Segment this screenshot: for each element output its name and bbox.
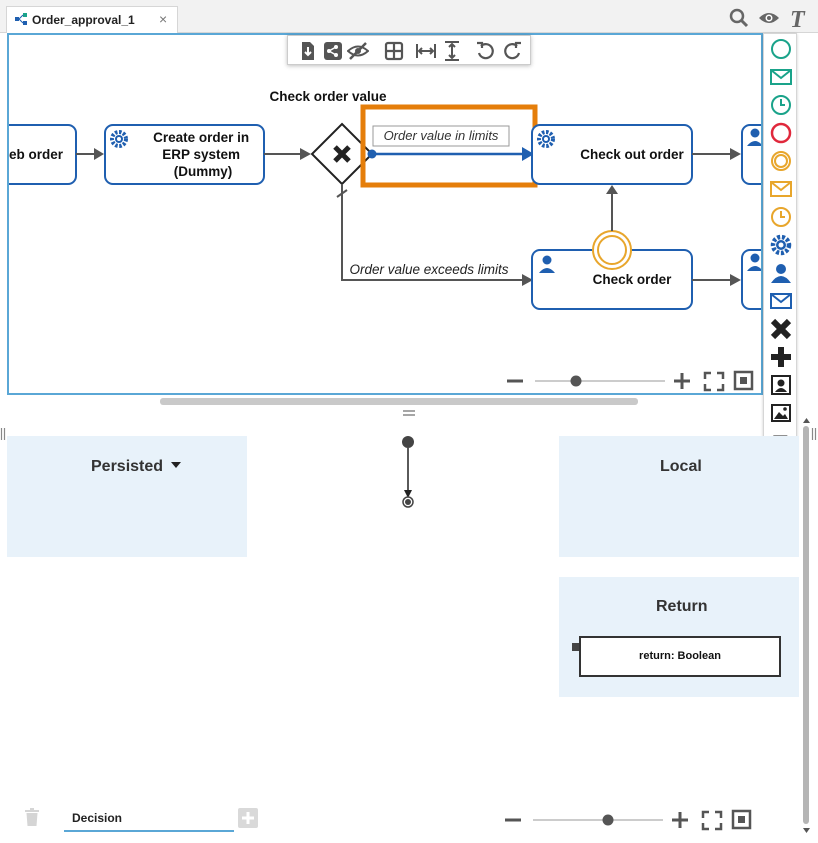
trash-icon[interactable]: [24, 808, 40, 826]
fit-icon: [733, 370, 754, 391]
close-icon[interactable]: ×: [159, 11, 168, 27]
timer-start-icon[interactable]: [769, 93, 793, 117]
flow-in-limits[interactable]: [367, 147, 535, 161]
task-check-out-order[interactable]: Check out order: [531, 124, 693, 185]
start-event-icon[interactable]: [769, 37, 793, 61]
task-check-order-label: Check order: [593, 272, 673, 287]
service-task-icon[interactable]: [769, 233, 793, 257]
scroll-up-icon: [803, 418, 810, 423]
local-panel: Local: [559, 436, 799, 557]
zoom-controls: [507, 370, 754, 392]
undo-icon[interactable]: [475, 40, 497, 62]
download-icon[interactable]: [297, 40, 319, 62]
redo-icon[interactable]: [501, 40, 523, 62]
vertical-scrollbar[interactable]: [801, 416, 812, 836]
fullscreen-icon: [701, 810, 723, 831]
add-icon[interactable]: [238, 808, 258, 828]
tab-decision[interactable]: Decision: [64, 810, 234, 832]
end-event-icon[interactable]: [769, 121, 793, 145]
return-port: [572, 643, 580, 651]
flow-exceeds-limits[interactable]: [336, 184, 533, 286]
diagram-toolbar: [287, 35, 531, 65]
image-icon[interactable]: [769, 401, 793, 425]
left-splitter-icon[interactable]: [0, 427, 6, 441]
tab-title: Order_approval_1: [32, 13, 135, 27]
message-start-icon[interactable]: [769, 65, 793, 89]
hide-icon[interactable]: [347, 40, 369, 62]
intermediate-message-icon[interactable]: [769, 177, 793, 201]
task-create-line3: (Dummy): [174, 164, 233, 179]
return-field[interactable]: return: Boolean: [579, 636, 781, 677]
gateway-label: Check order value: [269, 89, 387, 104]
return-title: Return: [656, 598, 708, 615]
scroll-down-icon: [803, 828, 810, 833]
task-create-line1: Create order in: [153, 130, 249, 145]
decision-tab-label: Decision: [72, 811, 123, 825]
svg-text:Create order in ERP sy: Create order in ERP system (Dummy): [153, 130, 253, 179]
persisted-panel: Persisted: [7, 436, 247, 557]
service-task-icon: [537, 130, 555, 148]
grid-icon[interactable]: [383, 40, 405, 62]
task-web-order[interactable]: eb order: [9, 124, 77, 185]
decision-flow[interactable]: [398, 434, 418, 510]
svg-text:T: T: [790, 7, 806, 30]
zoom-slider-handle: [570, 375, 582, 387]
flow-exceeds-label: Order value exceeds limits: [349, 262, 508, 277]
bottom-zoom-controls: [505, 809, 752, 831]
task-create-line2: ERP system: [162, 147, 240, 162]
subprocess-icon[interactable]: [769, 373, 793, 397]
share-icon[interactable]: [322, 40, 344, 62]
zoom-slider-handle: [602, 814, 614, 826]
search-icon[interactable]: [729, 8, 749, 28]
task-web-order-label: eb order: [9, 147, 64, 162]
decision-start-node: [402, 436, 414, 448]
eye-icon[interactable]: [758, 10, 780, 26]
boundary-event[interactable]: [592, 230, 632, 270]
horizontal-scrollbar[interactable]: [160, 398, 638, 405]
fit-width-icon[interactable]: [415, 40, 437, 62]
flow-in-limits-label: Order value in limits: [384, 128, 499, 143]
send-task-icon[interactable]: [769, 289, 793, 313]
task-next-top[interactable]: [741, 124, 763, 185]
process-icon: [15, 13, 27, 25]
zoom-in-icon: [674, 373, 690, 389]
fullscreen-icon: [703, 371, 725, 392]
tab-bar: Order_approval_1 × T: [0, 0, 818, 33]
fit-icon: [731, 809, 752, 830]
zoom-in-icon: [672, 812, 688, 828]
right-splitter-icon[interactable]: [811, 427, 817, 441]
diagram-canvas[interactable]: eb order Create order in ERP system (Dum…: [7, 33, 763, 395]
return-panel: Return return: Boolean: [559, 577, 799, 697]
parallel-gateway-icon[interactable]: [769, 345, 793, 369]
task-next-bottom[interactable]: [741, 249, 763, 310]
return-field-label: return: Boolean: [639, 650, 721, 662]
fit-height-icon[interactable]: [441, 40, 463, 62]
tab-order-approval[interactable]: Order_approval_1 ×: [6, 6, 178, 33]
chevron-down-icon[interactable]: [171, 462, 181, 468]
flow-label-box[interactable]: [372, 125, 510, 147]
task-check-out-label: Check out order: [580, 147, 684, 162]
intermediate-timer-icon[interactable]: [769, 205, 793, 229]
service-task-icon: [110, 130, 128, 148]
task-create-order[interactable]: Create order in ERP system (Dummy): [104, 124, 265, 185]
bpmn-diagram: eb order Create order in ERP system (Dum…: [9, 89, 763, 392]
element-palette: T: [763, 33, 797, 488]
user-task-icon: [539, 255, 555, 273]
text-icon[interactable]: T: [787, 6, 809, 30]
splitter-handle-icon[interactable]: [401, 409, 417, 417]
local-title: Local: [660, 458, 702, 475]
persisted-title[interactable]: Persisted: [91, 458, 164, 475]
exclusive-gateway-icon[interactable]: [769, 317, 793, 341]
user-task-icon[interactable]: [769, 261, 793, 285]
intermediate-event-icon[interactable]: [769, 149, 793, 173]
